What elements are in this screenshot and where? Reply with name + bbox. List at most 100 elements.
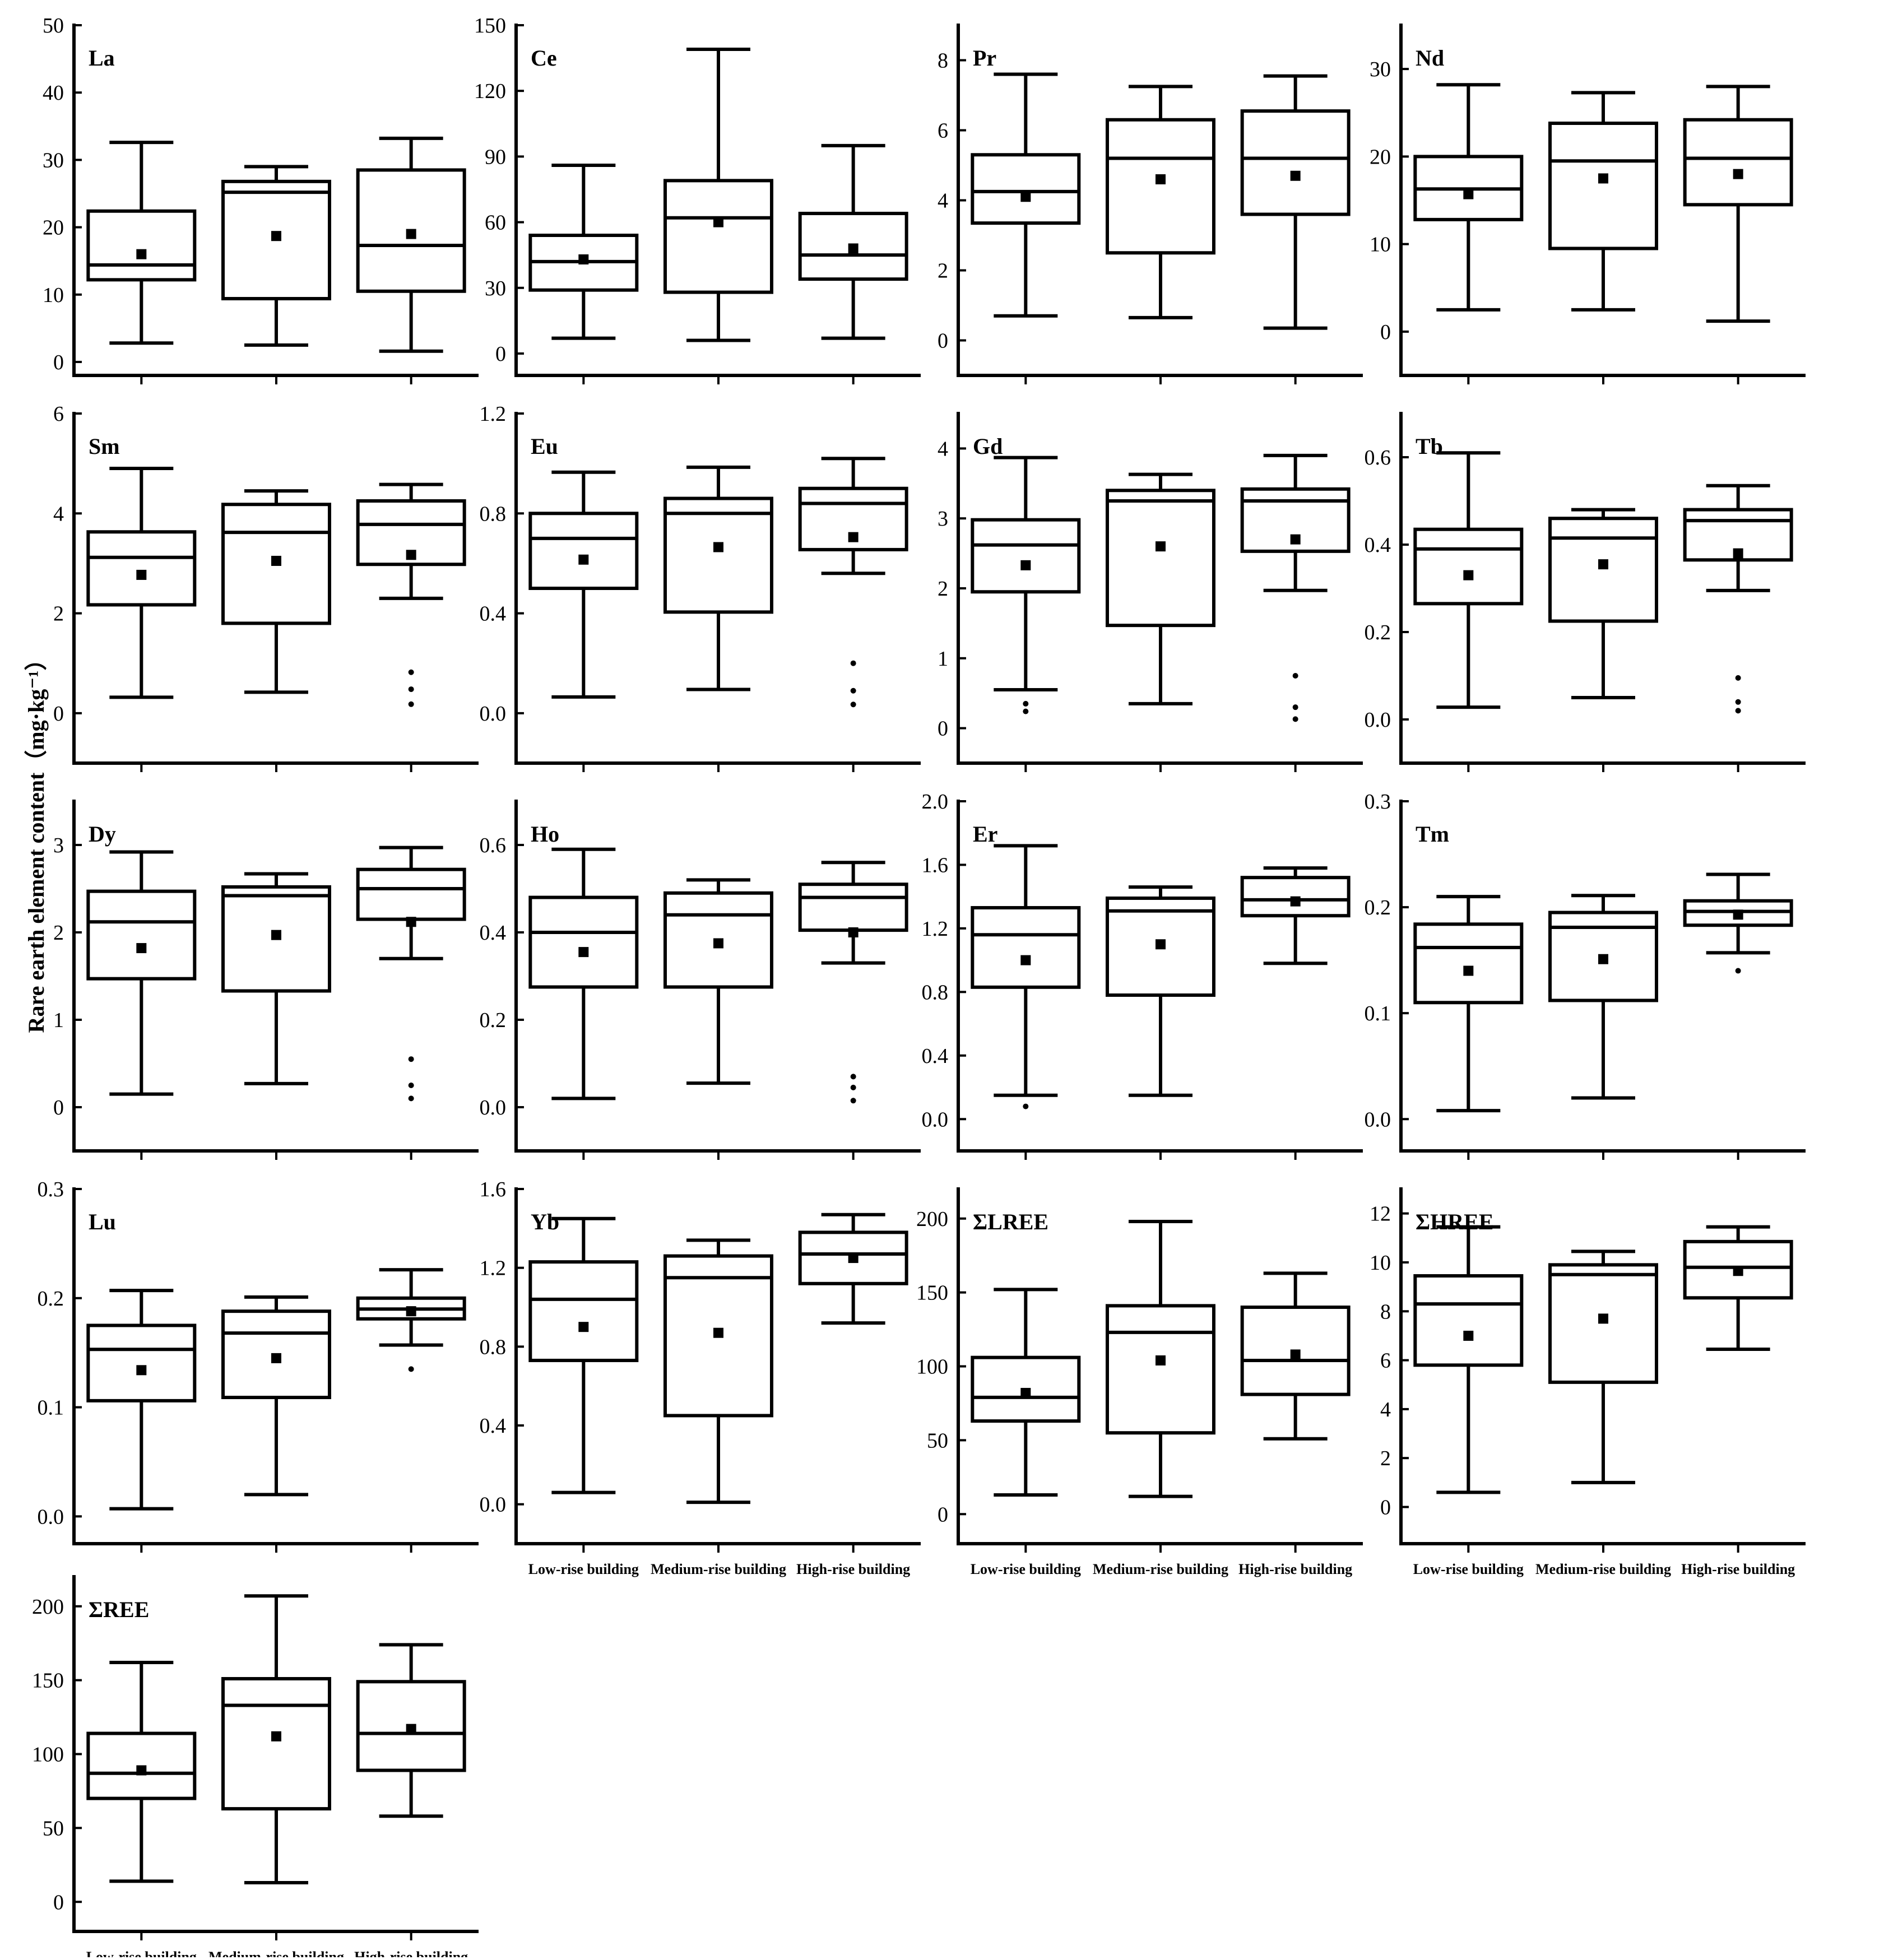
outlier-point — [850, 1084, 856, 1090]
outlier-point — [408, 1095, 414, 1102]
outlier-point — [850, 688, 856, 694]
panel-title: Sm — [89, 434, 120, 459]
y-tick-label: 0.2 — [480, 1009, 507, 1032]
box-Low-rise building — [971, 456, 1081, 772]
y-tick-label: 0.3 — [38, 1178, 64, 1201]
y-tick-label: 0.1 — [38, 1396, 64, 1420]
iqr-box — [1240, 487, 1351, 553]
y-tick-label: 150 — [32, 1669, 64, 1693]
y-tick-label: 4 — [1380, 1398, 1391, 1422]
panel-title: Gd — [973, 434, 1003, 459]
iqr-box — [1240, 109, 1351, 216]
y-tick-label: 200 — [916, 1207, 948, 1231]
iqr-box — [971, 153, 1081, 225]
y-tick-label: 0 — [938, 717, 948, 741]
x-category-label: High-rise building — [354, 1949, 468, 1957]
iqr-box — [86, 889, 197, 981]
iqr-box — [1106, 897, 1215, 997]
mean-marker — [1733, 909, 1743, 920]
panel-title: Ho — [531, 821, 559, 847]
box-Medium-rise building — [1548, 894, 1658, 1160]
box-High-rise building — [798, 143, 908, 384]
y-tick-label: 10 — [1370, 233, 1391, 257]
mean-marker — [578, 254, 589, 264]
iqr-box — [798, 1230, 908, 1285]
panel-Er: 0.00.40.81.21.62.0Er — [922, 790, 1363, 1160]
box-Low-rise building — [1413, 83, 1524, 384]
y-tick-label: 0.4 — [480, 1414, 507, 1438]
box-Medium-rise building — [663, 878, 773, 1160]
mean-marker — [1156, 174, 1166, 184]
x-category-label: Medium-rise building — [1535, 1561, 1671, 1577]
box-Low-rise building — [528, 164, 639, 384]
iqr-box — [1106, 118, 1215, 255]
box-High-rise building — [356, 1643, 466, 1940]
y-tick-label: 90 — [485, 145, 506, 169]
outlier-point — [1292, 673, 1298, 679]
y-tick-label: 10 — [1370, 1251, 1391, 1275]
panel-title: ΣREE — [89, 1597, 149, 1622]
x-category-label: High-rise building — [796, 1561, 910, 1577]
box-Medium-rise building — [1548, 508, 1658, 772]
y-tick-label: 3 — [938, 507, 948, 531]
x-category-label: Low-rise building — [971, 1561, 1081, 1577]
mean-marker — [1598, 954, 1608, 964]
y-tick-label: 60 — [485, 211, 506, 235]
y-tick-label: 1 — [938, 647, 948, 671]
box-Low-rise building — [86, 1289, 197, 1553]
box-Low-rise building — [528, 470, 639, 772]
y-tick-label: 0.4 — [480, 602, 507, 626]
y-tick-label: 0.0 — [1365, 708, 1391, 732]
iqr-box — [1683, 508, 1793, 562]
mean-marker — [713, 1327, 723, 1338]
iqr-box — [663, 891, 773, 989]
box-Medium-rise building — [663, 465, 773, 772]
y-tick-label: 0.8 — [922, 981, 949, 1004]
mean-marker — [713, 938, 723, 949]
box-Low-rise building — [971, 1288, 1081, 1553]
y-tick-label: 0.2 — [1365, 896, 1391, 919]
y-tick-label: 2.0 — [922, 790, 949, 814]
iqr-box — [221, 1676, 331, 1811]
panel-title: Tm — [1416, 821, 1449, 847]
iqr-box — [1548, 911, 1658, 1002]
y-tick-label: 0.2 — [38, 1287, 64, 1311]
outlier-point — [408, 1056, 414, 1062]
mean-marker — [136, 1765, 147, 1776]
mean-marker — [406, 1306, 416, 1317]
y-tick-label: 0.0 — [480, 702, 507, 726]
x-category-label: Medium-rise building — [1093, 1561, 1228, 1577]
iqr-box — [971, 518, 1081, 594]
iqr-box — [356, 1680, 466, 1772]
box-Medium-rise building — [663, 47, 773, 384]
box-Medium-rise building — [1106, 85, 1215, 384]
outlier-point — [1023, 708, 1029, 714]
outlier-point — [408, 1083, 414, 1088]
mean-marker — [848, 1253, 859, 1264]
y-tick-label: 10 — [43, 284, 64, 307]
y-tick-label: 200 — [32, 1595, 64, 1619]
y-tick-label: 20 — [1370, 145, 1391, 169]
iqr-box — [1548, 1263, 1658, 1384]
box-High-rise building — [1683, 872, 1793, 1160]
panel-Tm: 0.00.10.20.3Tm — [1365, 790, 1806, 1160]
y-axis-label-container: Rare earth element content（mg·kg⁻¹） — [3, 560, 65, 1121]
box-Low-rise building — [1413, 1225, 1524, 1553]
y-tick-label: 2 — [53, 602, 64, 626]
iqr-box — [221, 179, 331, 300]
y-tick-label: 100 — [32, 1743, 64, 1767]
y-tick-label: 8 — [1380, 1300, 1391, 1323]
x-category-label: Low-rise building — [86, 1949, 197, 1957]
box-Low-rise building — [86, 850, 197, 1160]
box-Medium-rise building — [1548, 1250, 1658, 1553]
mean-marker — [1290, 170, 1301, 181]
y-tick-label: 0 — [938, 1503, 948, 1526]
box-Medium-rise building — [221, 1594, 331, 1940]
